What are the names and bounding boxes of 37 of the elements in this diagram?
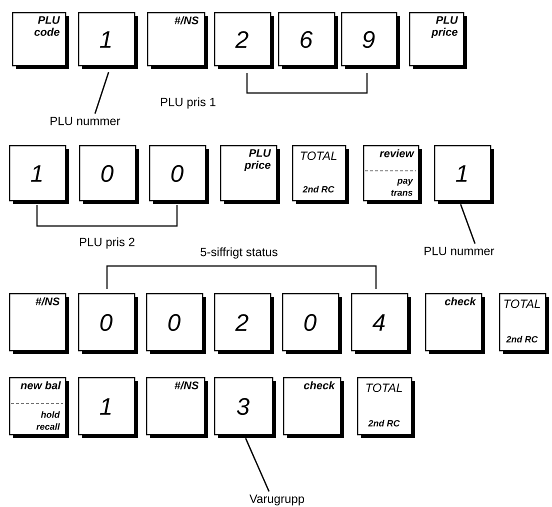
bracket-label: 5-siffrigt status [200, 247, 278, 259]
key: 6 [278, 12, 338, 69]
key: 4 [351, 293, 411, 354]
key: TOTAL 2nd RC [499, 293, 549, 354]
bracket-label: PLU pris 1 [160, 97, 216, 109]
key: PLU price [220, 145, 280, 204]
key: 1 [78, 377, 138, 438]
key: 1 [78, 12, 138, 69]
key: 1 [434, 145, 494, 204]
key: review pay trans [363, 145, 422, 204]
key: 0 [146, 293, 206, 354]
key: TOTAL 2nd RC [292, 145, 349, 204]
leader-line [94, 72, 110, 114]
key: #/NS [146, 377, 208, 438]
key: check [425, 293, 485, 354]
key: 0 [78, 293, 138, 354]
leader-line [244, 438, 270, 492]
key: new bal hold recall [9, 377, 69, 438]
key: 3 [214, 377, 276, 438]
key: check [283, 377, 344, 438]
leader-line [460, 204, 476, 244]
key: PLU code [12, 12, 69, 69]
bracket-label: PLU pris 2 [80, 237, 134, 249]
key: PLU price [409, 12, 467, 69]
key: 2 [214, 12, 274, 69]
key: 0 [79, 145, 139, 204]
key: 0 [282, 293, 342, 354]
key: 2 [214, 293, 274, 354]
key: #/NS [147, 12, 208, 69]
key-label: PLU nummer [50, 116, 120, 126]
key: 0 [149, 145, 209, 204]
key: 9 [341, 12, 400, 69]
key: TOTAL 2nd RC [357, 377, 415, 438]
key-label: PLU nummer [424, 246, 494, 256]
key: 1 [9, 145, 69, 204]
key-label: Varugrupp [249, 494, 304, 506]
key: #/NS [9, 293, 69, 354]
